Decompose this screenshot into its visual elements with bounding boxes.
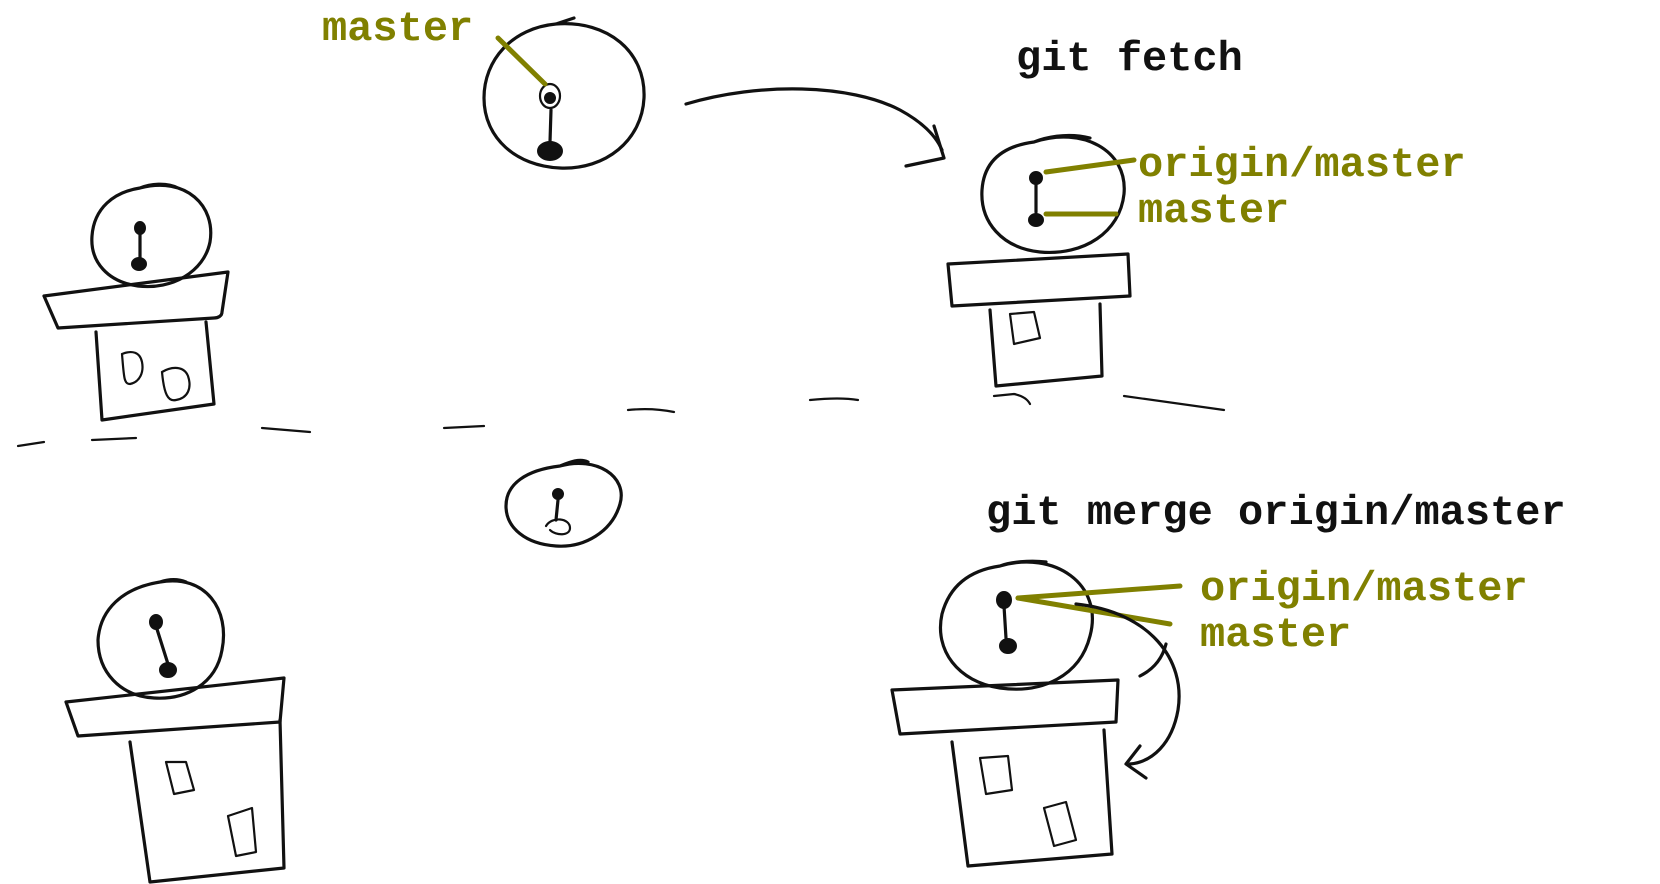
fetch-commit-head xyxy=(1029,171,1043,185)
merge-window-2 xyxy=(1042,800,1078,848)
merge-commit-base xyxy=(999,638,1017,654)
fetch-window xyxy=(1008,310,1042,346)
local-bottom-building xyxy=(128,718,286,884)
remote-repo-small xyxy=(504,458,623,548)
fetch-building xyxy=(988,302,1104,388)
fetch-master-label: master xyxy=(1138,187,1289,235)
merge-origin-label: origin/master xyxy=(1200,565,1528,613)
remote-small-base xyxy=(544,518,572,536)
remote-repo: master xyxy=(322,5,646,170)
local-bottom-dish xyxy=(96,578,225,700)
local-repo-before xyxy=(42,182,230,422)
local-before-base-plate xyxy=(42,270,230,330)
repo-after-fetch: origin/master master xyxy=(946,133,1466,388)
local-bottom-window-1 xyxy=(164,760,196,796)
remote-small-dish xyxy=(504,458,623,548)
merge-command: git merge origin/master xyxy=(986,489,1566,537)
local-before-window-1 xyxy=(120,351,144,386)
repo-after-merge: origin/master master xyxy=(890,559,1528,868)
local-before-window-2 xyxy=(160,366,191,402)
merge-commit-link xyxy=(1002,604,1008,640)
local-before-dish xyxy=(90,182,213,289)
local-bottom-base-plate xyxy=(64,676,286,738)
fetch-dish xyxy=(980,133,1126,255)
local-before-building xyxy=(94,320,216,422)
merge-arrow-tail xyxy=(1138,642,1168,678)
remote-commit-head xyxy=(538,82,562,110)
local-before-head xyxy=(134,221,146,235)
remote-commit-link xyxy=(548,108,553,144)
local-bottom-link xyxy=(154,624,170,666)
remote-commit-base xyxy=(537,141,563,161)
remote-master-label: master xyxy=(322,5,473,53)
merge-window-1 xyxy=(978,754,1014,796)
merge-master-pointer xyxy=(1015,595,1173,627)
merge-base-plate xyxy=(890,678,1120,736)
fetch-arrow xyxy=(684,87,946,168)
local-bottom-window-2 xyxy=(226,806,258,858)
remote-master-pointer xyxy=(495,35,548,87)
merge-arrow-head xyxy=(1124,744,1148,780)
remote-commit-head-inner xyxy=(544,92,556,104)
merge-dish xyxy=(939,559,1094,691)
merge-arrow xyxy=(1074,602,1181,766)
remote-repo-circle xyxy=(482,16,646,170)
remote-small-head xyxy=(552,488,564,500)
local-bottom-base xyxy=(159,662,177,678)
fetch-commit-base xyxy=(1028,213,1044,227)
fetch-origin-pointer xyxy=(1043,157,1137,175)
fetch-base-plate xyxy=(946,252,1132,308)
local-before-base xyxy=(131,257,147,271)
remote-small-link xyxy=(554,498,560,522)
divider-line xyxy=(16,392,1226,448)
fetch-command: git fetch xyxy=(1016,35,1243,83)
merge-master-label: master xyxy=(1200,611,1351,659)
merge-origin-pointer xyxy=(1015,583,1183,601)
local-repo-bottom xyxy=(64,578,286,884)
merge-building xyxy=(950,728,1114,868)
fetch-origin-label: origin/master xyxy=(1138,141,1466,189)
